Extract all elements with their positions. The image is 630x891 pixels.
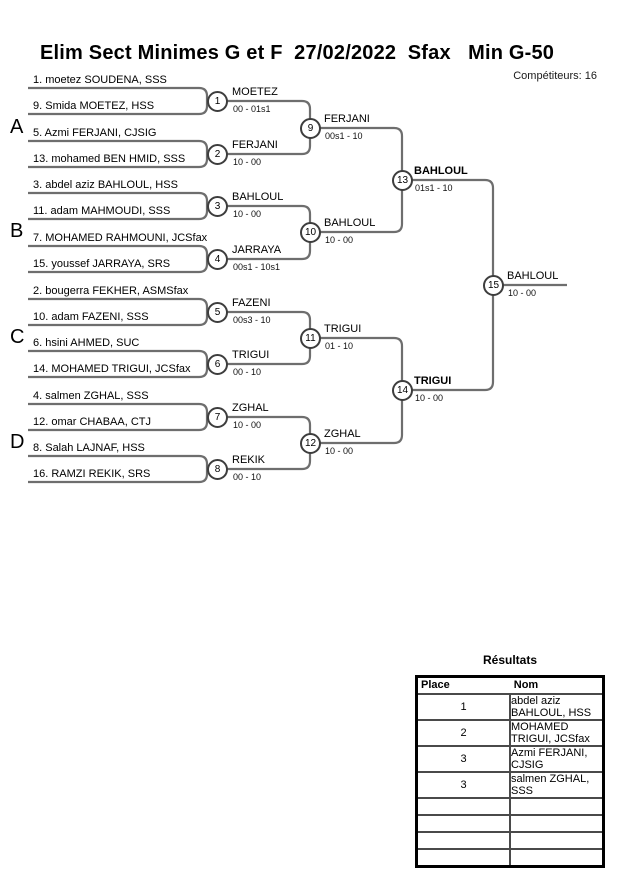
- results-header-row: Place Nom: [415, 675, 605, 695]
- name-cell: abdel aziz BAHLOUL, HSS: [509, 693, 605, 721]
- place-cell: 1: [415, 693, 511, 721]
- match-winner: REKIK: [232, 454, 266, 466]
- player-label: 13. mohamed BEN HMID, SSS: [33, 153, 186, 165]
- player-label: 16. RAMZI REKIK, SRS: [33, 468, 151, 480]
- col-header-place: Place: [421, 679, 450, 691]
- player-label: 11. adam MAHMOUDI, SSS: [33, 205, 171, 217]
- match-winner: BAHLOUL: [414, 165, 468, 177]
- match-number: 14: [392, 380, 413, 401]
- competitors-count: Compétiteurs: 16: [513, 70, 597, 82]
- player-label: 5. Azmi FERJANI, CJSIG: [33, 127, 157, 139]
- match-winner: BAHLOUL: [324, 217, 376, 229]
- match-winner: ZGHAL: [324, 428, 361, 440]
- player-label: 3. abdel aziz BAHLOUL, HSS: [33, 179, 178, 191]
- table-row: [415, 848, 605, 868]
- match-score: 00s1 - 10s1: [233, 262, 281, 272]
- match-score: 10 - 00: [415, 393, 444, 403]
- match-number: 2: [207, 144, 228, 165]
- match-score: 10 - 00: [233, 209, 262, 219]
- match-number: 15: [483, 275, 504, 296]
- match-number: 3: [207, 196, 228, 217]
- player-label: 14. MOHAMED TRIGUI, JCSfax: [33, 363, 191, 375]
- results-header-cell: Place Nom: [415, 675, 605, 695]
- match-winner: BAHLOUL: [232, 191, 284, 203]
- player-label: 12. omar CHABAA, CTJ: [33, 416, 151, 428]
- table-row: 2 MOHAMED TRIGUI, JCSfax: [415, 719, 605, 747]
- player-label: 10. adam FAZENI, SSS: [33, 311, 149, 323]
- match-number: 13: [392, 170, 413, 191]
- name-cell: [509, 797, 605, 816]
- name-cell: [509, 848, 605, 868]
- match-score: 01 - 10: [325, 341, 354, 351]
- match-score: 00 - 10: [233, 472, 262, 482]
- match-number: 5: [207, 302, 228, 323]
- tournament-title: Elim Sect Minimes G et F 27/02/2022 Sfax…: [40, 42, 555, 64]
- match-number: 10: [300, 222, 321, 243]
- results-table: Place Nom 1 abdel aziz BAHLOUL, HSS 2 MO…: [415, 675, 605, 868]
- match-winner: FAZENI: [232, 297, 271, 309]
- place-cell: 3: [415, 745, 511, 773]
- match-winner: TRIGUI: [414, 375, 452, 387]
- match-number: 7: [207, 407, 228, 428]
- match-number: 1: [207, 91, 228, 112]
- place-cell: [415, 797, 511, 816]
- match-number: 8: [207, 459, 228, 480]
- place-cell: 3: [415, 771, 511, 799]
- col-header-nom: Nom: [513, 679, 539, 691]
- match-score: 01s1 - 10: [415, 183, 453, 193]
- table-row: 1 abdel aziz BAHLOUL, HSS: [415, 693, 605, 721]
- match-winner: BAHLOUL: [507, 270, 559, 282]
- player-label: 4. salmen ZGHAL, SSS: [33, 390, 149, 402]
- group-label-b: B: [10, 220, 24, 242]
- table-row: [415, 831, 605, 850]
- results-title: Résultats: [482, 653, 538, 667]
- name-cell: salmen ZGHAL, SSS: [509, 771, 605, 799]
- match-score: 00s1 - 10: [325, 131, 363, 141]
- match-score: 00s3 - 10: [233, 315, 271, 325]
- player-label: 15. youssef JARRAYA, SRS: [33, 258, 171, 270]
- table-row: [415, 797, 605, 816]
- player-label: 9. Smida MOETEZ, HSS: [33, 100, 155, 112]
- place-cell: [415, 848, 511, 868]
- name-cell: [509, 831, 605, 850]
- match-number: 12: [300, 433, 321, 454]
- table-row: [415, 814, 605, 833]
- player-label: 1. moetez SOUDENA, SSS: [33, 74, 167, 86]
- match-number: 9: [300, 118, 321, 139]
- group-label-a: A: [10, 116, 24, 138]
- match-number: 4: [207, 249, 228, 270]
- match-score: 10 - 00: [233, 420, 262, 430]
- match-winner: TRIGUI: [324, 323, 362, 335]
- match-winner: ZGHAL: [232, 402, 269, 414]
- name-cell: MOHAMED TRIGUI, JCSfax: [509, 719, 605, 747]
- match-winner: FERJANI: [324, 113, 370, 125]
- match-score: 10 - 00: [233, 157, 262, 167]
- match-winner: MOETEZ: [232, 86, 278, 98]
- name-cell: Azmi FERJANI, CJSIG: [509, 745, 605, 773]
- player-label: 8. Salah LAJNAF, HSS: [33, 442, 145, 454]
- place-cell: [415, 831, 511, 850]
- match-score: 10 - 00: [325, 235, 354, 245]
- match-number: 11: [300, 328, 321, 349]
- table-row: 3 salmen ZGHAL, SSS: [415, 771, 605, 799]
- player-label: 7. MOHAMED RAHMOUNI, JCSfax: [33, 232, 208, 244]
- name-cell: [509, 814, 605, 833]
- group-label-d: D: [10, 431, 25, 453]
- place-cell: 2: [415, 719, 511, 747]
- match-winner: TRIGUI: [232, 349, 270, 361]
- group-label-c: C: [10, 326, 25, 348]
- match-winner: FERJANI: [232, 139, 278, 151]
- place-cell: [415, 814, 511, 833]
- match-score: 00 - 10: [233, 367, 262, 377]
- table-row: 3 Azmi FERJANI, CJSIG: [415, 745, 605, 773]
- player-label: 6. hsini AHMED, SUC: [33, 337, 140, 349]
- match-winner: JARRAYA: [232, 244, 282, 256]
- match-score: 00 - 01s1: [233, 104, 271, 114]
- match-score: 10 - 00: [325, 446, 354, 456]
- player-label: 2. bougerra FEKHER, ASMSfax: [33, 285, 189, 297]
- match-number: 6: [207, 354, 228, 375]
- match-score: 10 - 00: [508, 288, 537, 298]
